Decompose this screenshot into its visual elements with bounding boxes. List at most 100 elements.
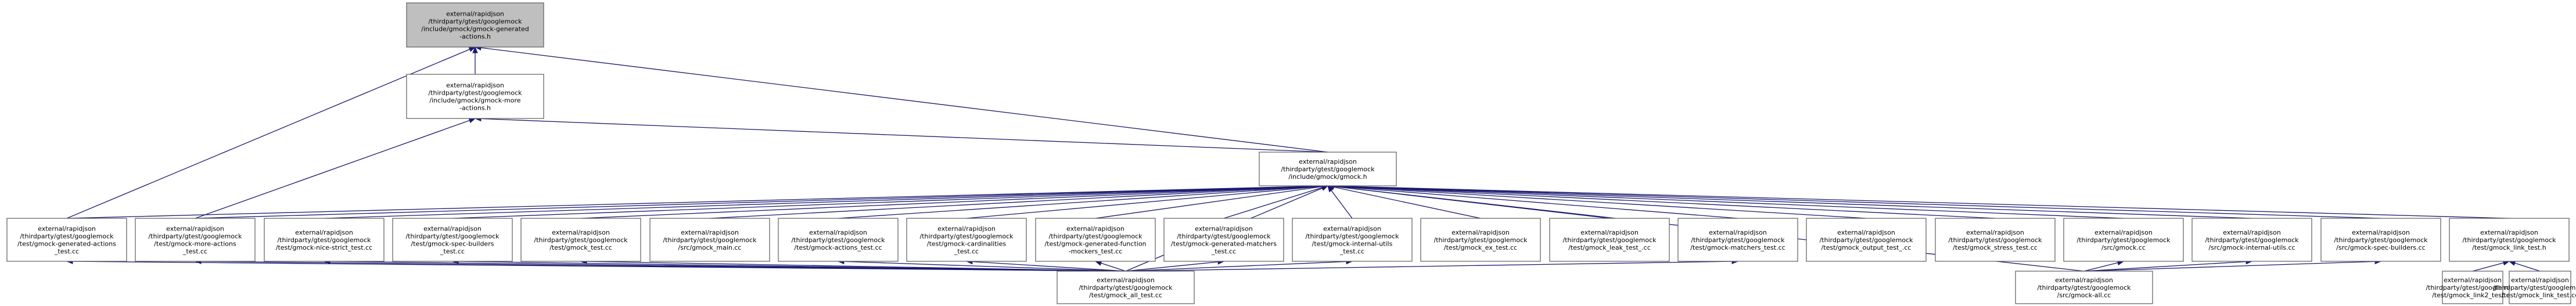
file-node-t_matchers[interactable]: external/rapidjson/thirdparty/gtest/goog… xyxy=(1677,218,1798,262)
file-node-gm[interactable]: external/rapidjson/thirdparty/gtest/goog… xyxy=(1259,152,1397,186)
include-edge xyxy=(838,185,1328,219)
node-label-line: external/rapidjson xyxy=(2223,229,2281,236)
node-label-line: /include/gmock/gmock-more xyxy=(429,97,520,105)
node-label-line: /thirdparty/gtest/googlemock xyxy=(1079,284,1173,291)
node-label-line: external/rapidjson xyxy=(2055,276,2113,284)
include-edge xyxy=(66,46,476,219)
file-node-t_output[interactable]: external/rapidjson/thirdparty/gtest/goog… xyxy=(1806,218,1927,262)
file-node-t_gmock_test[interactable]: external/rapidjson/thirdparty/gtest/goog… xyxy=(520,218,641,262)
node-label-line: /test/gmock-more-actions xyxy=(154,240,236,248)
node-label-line: _test.cc xyxy=(440,248,465,255)
include-edge xyxy=(1327,185,1481,219)
file-node-s_internal_utils[interactable]: external/rapidjson/thirdparty/gtest/goog… xyxy=(2191,218,2312,262)
file-node-s_spec_builders[interactable]: external/rapidjson/thirdparty/gtest/goog… xyxy=(2320,218,2441,262)
file-node-t_all[interactable]: external/rapidjson/thirdparty/gtest/goog… xyxy=(1057,271,1195,304)
file-node-t_internal_utils[interactable]: external/rapidjson/thirdparty/gtest/goog… xyxy=(1292,218,1413,262)
file-node-t_link_h[interactable]: external/rapidjson/thirdparty/gtest/goog… xyxy=(2449,218,2570,262)
file-node-s_all[interactable]: external/rapidjson/thirdparty/gtest/goog… xyxy=(2015,271,2153,304)
node-label-line: /src/gmock.cc xyxy=(2101,244,2146,251)
include-edge xyxy=(1125,261,1738,272)
node-box xyxy=(2509,271,2571,304)
node-label-line: -actions.h xyxy=(459,33,491,41)
node-label-line: /thirdparty/gtest/googlemock xyxy=(1177,233,1271,240)
include-edge xyxy=(1327,185,2510,219)
node-label-line: external/rapidjson xyxy=(1452,229,1510,236)
include-edge xyxy=(580,261,1126,272)
node-label-line: /thirdparty/gtest/googlemock xyxy=(919,233,1014,240)
node-box xyxy=(2191,218,2312,262)
node-label-line: _test.cc xyxy=(1339,248,1364,255)
arrow-head-icon xyxy=(468,118,476,123)
node-box xyxy=(1677,218,1798,262)
node-label-line: external/rapidjson xyxy=(937,225,996,233)
include-edge xyxy=(709,185,1328,219)
file-node-t_gen_actions[interactable]: external/rapidjson/thirdparty/gtest/goog… xyxy=(6,218,127,262)
file-node-s_gmock[interactable]: external/rapidjson/thirdparty/gtest/goog… xyxy=(2063,218,2184,262)
node-label-line: /src/gmock-all.cc xyxy=(2057,291,2111,299)
file-node-ma[interactable]: external/rapidjson/thirdparty/gtest/goog… xyxy=(406,74,544,119)
file-node-ga[interactable]: external/rapidjson/thirdparty/gtest/goog… xyxy=(406,2,544,48)
node-label-line: external/rapidjson xyxy=(2094,229,2153,236)
node-label-line: external/rapidjson xyxy=(446,10,504,18)
include-edge xyxy=(1095,185,1328,219)
node-box xyxy=(1163,218,1284,262)
file-node-t_more_actions[interactable]: external/rapidjson/thirdparty/gtest/goog… xyxy=(135,218,256,262)
include-edge xyxy=(195,118,476,219)
node-label-line: external/rapidjson xyxy=(681,229,739,236)
node-box xyxy=(135,218,256,262)
include-edge xyxy=(966,185,1328,219)
node-label-line: external/rapidjson xyxy=(809,229,867,236)
include-edge xyxy=(1125,261,1224,272)
file-node-t_spec_builders[interactable]: external/rapidjson/thirdparty/gtest/goog… xyxy=(392,218,513,262)
include-edge xyxy=(1327,185,2252,219)
node-label-line: /thirdparty/gtest/googlemock xyxy=(1819,236,1913,244)
node-label-line: external/rapidjson xyxy=(1299,158,1357,165)
include-edge xyxy=(1125,261,1353,272)
node-label-line: /src/gmock_main.cc xyxy=(678,244,742,251)
node-label-line: external/rapidjson xyxy=(1837,229,1895,236)
node-label-line: /test/gmock_link_test.cc xyxy=(2502,291,2576,299)
node-label-line: /thirdparty/gtest/googlemock xyxy=(1691,236,1785,244)
node-label-line: /thirdparty/gtest/googlemock xyxy=(2462,236,2556,244)
node-label-line: /test/gmock-spec-builders xyxy=(411,240,494,248)
file-node-t_nice_strict[interactable]: external/rapidjson/thirdparty/gtest/goog… xyxy=(264,218,385,262)
file-node-t_gen_matchers[interactable]: external/rapidjson/thirdparty/gtest/goog… xyxy=(1163,218,1284,262)
node-label-line: _test.cc xyxy=(54,248,79,255)
node-label-line: /test/gmock-nice-strict_test.cc xyxy=(276,244,372,251)
node-label-line: external/rapidjson xyxy=(1580,229,1639,236)
file-node-t_actions[interactable]: external/rapidjson/thirdparty/gtest/goog… xyxy=(778,218,899,262)
node-label-line: /thirdparty/gtest/googlemock xyxy=(2037,284,2131,291)
include-edge xyxy=(452,185,1328,219)
file-node-s_gmock_main[interactable]: external/rapidjson/thirdparty/gtest/goog… xyxy=(649,218,770,262)
file-node-t_link2[interactable]: external/rapidjson/thirdparty/gtest/goog… xyxy=(2426,271,2520,304)
file-node-t_link[interactable]: external/rapidjson/thirdparty/gtest/goog… xyxy=(2493,271,2576,304)
node-label-line: /test/gmock-internal-utils xyxy=(1312,240,1393,248)
node-label-line: /thirdparty/gtest/googlemock xyxy=(2076,236,2171,244)
node-box xyxy=(520,218,641,262)
node-box xyxy=(1292,218,1413,262)
node-label-line: external/rapidjson xyxy=(2480,229,2538,236)
file-node-t_ex[interactable]: external/rapidjson/thirdparty/gtest/goog… xyxy=(1420,218,1541,262)
include-edge xyxy=(838,261,1126,272)
node-label-line: /src/gmock-internal-utils.cc xyxy=(2208,244,2295,251)
node-box xyxy=(778,218,899,262)
node-label-line: /test/gmock_link_test.h xyxy=(2472,244,2546,251)
node-label-line: /include/gmock/gmock.h xyxy=(1288,173,1367,181)
node-label-line: /thirdparty/gtest/googlemock xyxy=(1948,236,2042,244)
node-label-line: /test/gmock_all_test.cc xyxy=(1089,291,1162,299)
file-node-t_gen_function[interactable]: external/rapidjson/thirdparty/gtest/goog… xyxy=(1035,218,1156,262)
node-label-line: /thirdparty/gtest/googlemock xyxy=(1048,233,1143,240)
include-edge xyxy=(1327,185,1867,219)
file-node-t_stress[interactable]: external/rapidjson/thirdparty/gtest/goog… xyxy=(1935,218,2056,262)
node-label-line: _test.cc xyxy=(954,248,979,255)
node-label-line: /thirdparty/gtest/googlemock xyxy=(534,236,628,244)
node-label-line: -mockers_test.cc xyxy=(1069,248,1123,255)
include-edge xyxy=(2083,261,2252,272)
node-label-line: /test/gmock_output_test_.cc xyxy=(1821,244,1912,251)
file-node-t_cardinalities[interactable]: external/rapidjson/thirdparty/gtest/goog… xyxy=(906,218,1027,262)
file-node-t_leak[interactable]: external/rapidjson/thirdparty/gtest/goog… xyxy=(1549,218,1670,262)
node-box xyxy=(6,218,127,262)
node-label-line: /thirdparty/gtest/googlemock xyxy=(148,233,242,240)
node-box xyxy=(1549,218,1670,262)
node-label-line: /test/gmock-actions_test.cc xyxy=(794,244,882,251)
